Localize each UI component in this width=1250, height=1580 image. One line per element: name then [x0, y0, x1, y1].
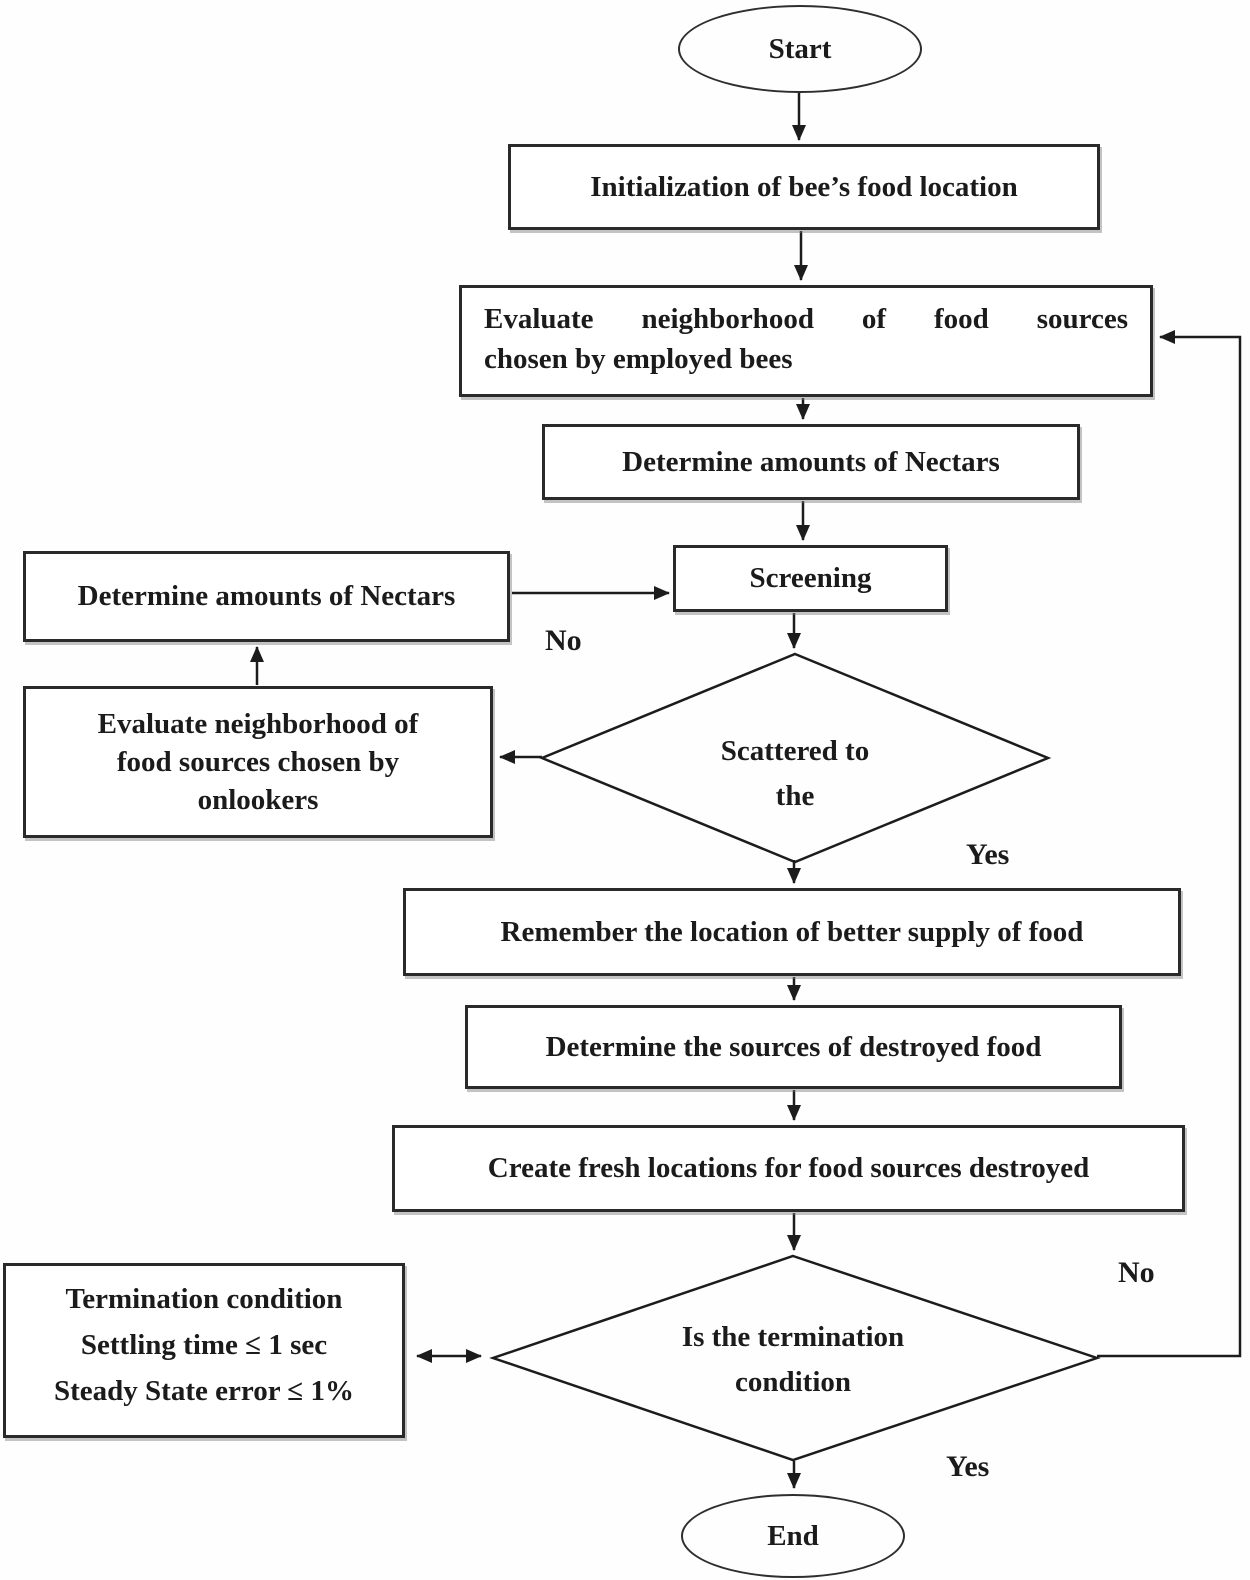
remember-process-box: Remember the location of better supply o…	[403, 888, 1181, 976]
nectars-main-label: Determine amounts of Nectars	[622, 445, 1000, 478]
edge-label-yes-lower: Yes	[946, 1450, 990, 1483]
termination-criteria-line3: Steady State error ≤ 1%	[54, 1375, 354, 1407]
edge-label-no-upper: No	[545, 624, 582, 657]
termination-diamond-shape	[489, 1254, 1101, 1462]
onlookers-process-box: Evaluate neighborhood of food sources ch…	[23, 686, 493, 838]
init-process-box: Initialization of bee’s food location	[508, 144, 1100, 230]
scattered-line1: Scattered to	[720, 735, 870, 767]
start-terminator: Start	[678, 5, 922, 93]
termination-criteria-line1: Termination condition	[65, 1283, 343, 1315]
scattered-line2: the	[775, 780, 815, 812]
termination-criteria-line2: Settling time ≤ 1 sec	[80, 1329, 328, 1361]
start-label: Start	[768, 32, 832, 65]
remember-label: Remember the location of better supply o…	[500, 915, 1084, 948]
nectars-main-process-box: Determine amounts of Nectars	[542, 424, 1080, 500]
init-label: Initialization of bee’s food location	[590, 170, 1018, 203]
destroyed-label: Determine the sources of destroyed food	[545, 1030, 1042, 1063]
destroyed-process-box: Determine the sources of destroyed food	[465, 1005, 1122, 1089]
termination-criteria-box: Termination condition Settling time ≤ 1 …	[3, 1263, 405, 1438]
onlookers-label: Evaluate neighborhood of food sources ch…	[97, 708, 419, 816]
nectars-left-process-box: Determine amounts of Nectars	[23, 551, 510, 642]
screening-process-box: Screening	[673, 545, 948, 612]
end-terminator: End	[681, 1494, 905, 1578]
nectars-left-label: Determine amounts of Nectars	[77, 580, 456, 613]
scattered-diamond-label: Scattered to the	[655, 729, 935, 819]
termination-line2: condition	[734, 1366, 852, 1398]
edge-label-yes-upper: Yes	[966, 838, 1010, 871]
evaluate-employed-process-box: Evaluate neighborhood of food sources ch…	[459, 285, 1153, 397]
arrow-termination-no-feedback	[1097, 330, 1242, 1358]
edge-label-no-lower: No	[1118, 1256, 1155, 1289]
evaluate-employed-line1: Evaluate neighborhood of food sources	[484, 303, 1128, 335]
create-fresh-process-box: Create fresh locations for food sources …	[392, 1125, 1185, 1212]
end-label: End	[767, 1519, 819, 1552]
termination-diamond-label: Is the termination condition	[643, 1315, 943, 1405]
evaluate-employed-line2: chosen by employed bees	[484, 343, 793, 375]
termination-line1: Is the termination	[681, 1321, 905, 1353]
create-fresh-label: Create fresh locations for food sources …	[487, 1152, 1090, 1185]
screening-label: Screening	[749, 562, 872, 595]
